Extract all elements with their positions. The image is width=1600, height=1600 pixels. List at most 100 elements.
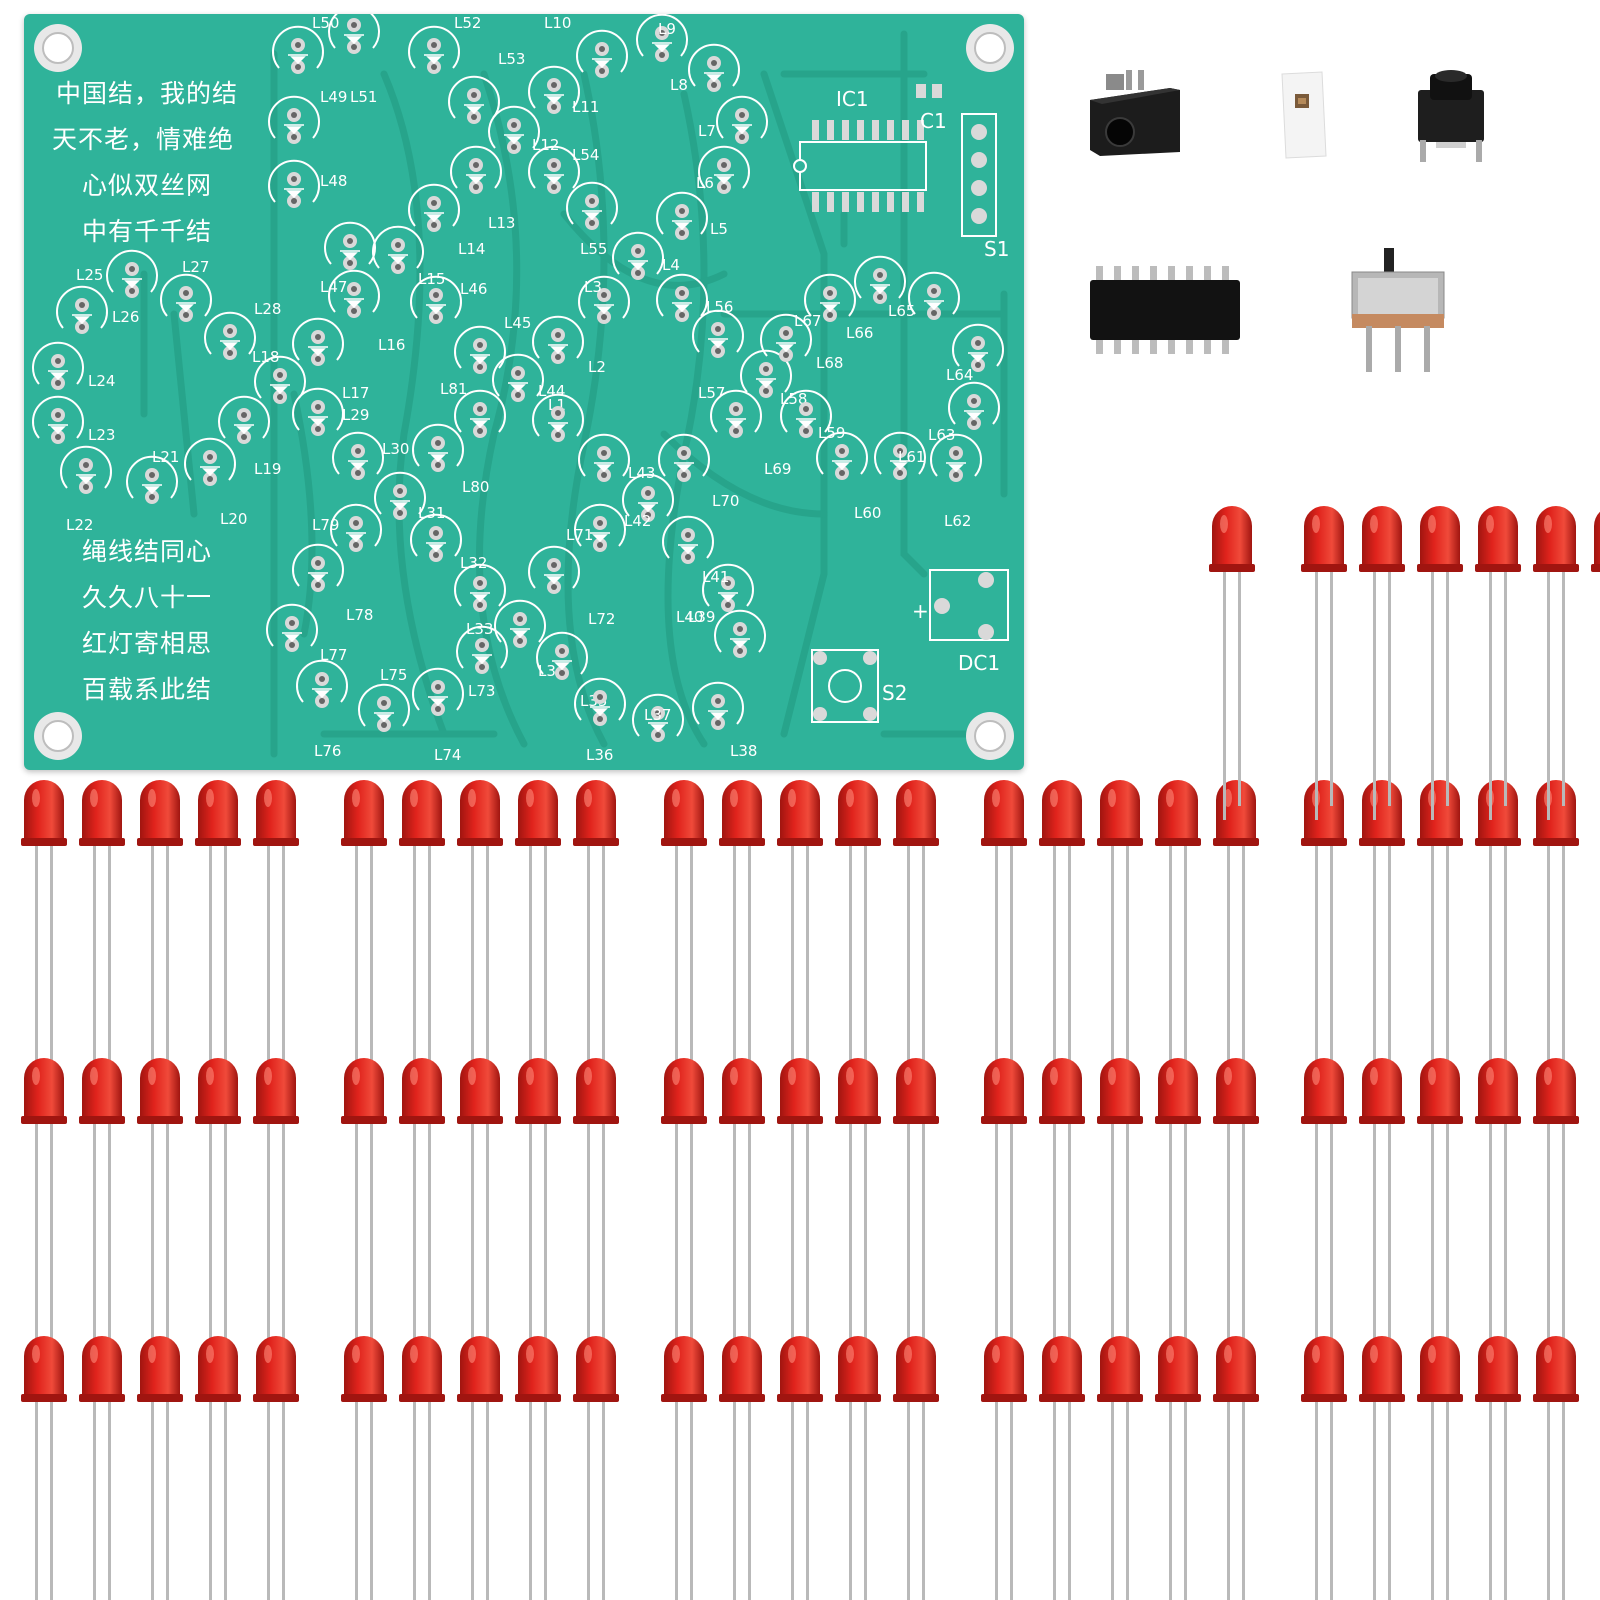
- led-footprint: L43: [578, 433, 655, 482]
- led-label: L78: [346, 606, 373, 624]
- pcb-artwork: L1L2L3L4L5L6L7L8L9L10L11L12L13L14L15L16L…: [32, 14, 1014, 764]
- led-label: L40: [676, 608, 703, 626]
- led-label: L69: [764, 460, 791, 478]
- led-footprint: L28: [204, 300, 281, 360]
- led-footprint: L42: [622, 473, 674, 530]
- led-label: L81: [440, 380, 467, 398]
- led-label: L59: [818, 424, 845, 442]
- led-footprint: L46: [410, 275, 487, 324]
- led-footprint: L30: [332, 431, 409, 480]
- led-footprint: L77: [266, 603, 347, 664]
- loose-led: [195, 1058, 241, 1362]
- led-label: L48: [320, 172, 347, 190]
- loose-led: [1301, 780, 1347, 1084]
- poem-line-2: 天不老，情难绝: [52, 125, 235, 154]
- loose-led: [195, 780, 241, 1084]
- led-footprint: L62: [930, 433, 982, 530]
- loose-led: [573, 1058, 619, 1362]
- led-label: L6: [696, 174, 714, 192]
- led-footprint: L20: [184, 437, 247, 528]
- led-label: L67: [794, 312, 821, 330]
- loose-led: [253, 1058, 299, 1362]
- led-label: L5: [710, 220, 728, 238]
- s2-label: S2: [882, 681, 907, 705]
- loose-led: [981, 780, 1027, 1084]
- led-footprint: L36: [574, 677, 626, 764]
- led-footprint: L38: [692, 681, 757, 760]
- led-footprint: L26: [106, 249, 158, 326]
- led-footprint: L11: [528, 65, 599, 116]
- led-footprint: L65: [888, 271, 960, 320]
- led-label: L25: [76, 266, 103, 284]
- led-footprint: L73: [456, 625, 508, 700]
- loose-led: [893, 1058, 939, 1362]
- loose-led: [573, 780, 619, 1084]
- loose-led: [777, 1336, 823, 1600]
- led-label: L75: [380, 666, 407, 684]
- loose-led: [1417, 1058, 1463, 1362]
- led-label: L47: [320, 278, 347, 296]
- led-footprint: L17: [292, 317, 369, 402]
- loose-led: [1475, 506, 1521, 820]
- ic1-footprint: [793, 84, 1009, 723]
- led-label: L3: [584, 278, 602, 296]
- loose-led: [1155, 1336, 1201, 1600]
- loose-led: [1359, 1336, 1405, 1600]
- loose-led: [253, 1336, 299, 1600]
- led-label: L68: [816, 354, 843, 372]
- led-label: L14: [458, 240, 485, 258]
- led-footprint: L40: [676, 563, 754, 626]
- led-label: L27: [182, 258, 209, 276]
- loose-led: [137, 1336, 183, 1600]
- loose-led: [1533, 1058, 1579, 1362]
- led-label: L76: [314, 742, 341, 760]
- loose-led: [21, 1336, 67, 1600]
- led-footprint: L60: [816, 431, 881, 522]
- loose-led: [1417, 1336, 1463, 1600]
- loose-led: [1417, 780, 1463, 1084]
- led-label: L41: [702, 568, 729, 586]
- ic-chip: [1090, 266, 1240, 354]
- led-footprint: L67: [794, 273, 856, 330]
- led-label: L51: [350, 88, 377, 106]
- led-label: L26: [112, 308, 139, 326]
- led-footprint: L31: [374, 471, 445, 522]
- loose-led: [457, 780, 503, 1084]
- loose-led: [777, 1058, 823, 1362]
- loose-led: [137, 1058, 183, 1362]
- copper-traces: [140, 30, 1008, 758]
- led-label: L2: [588, 358, 606, 376]
- loose-led: [1417, 506, 1463, 820]
- led-footprint: L53: [448, 50, 525, 124]
- loose-led: [399, 1336, 445, 1600]
- led-footprint: L79: [312, 503, 382, 552]
- ic1-label: IC1: [836, 87, 869, 111]
- led-label: L11: [572, 98, 599, 116]
- led-footprint: L76: [296, 659, 348, 760]
- led-footprint: L24: [32, 341, 115, 390]
- led-footprint: L72: [528, 545, 615, 628]
- led-label: L46: [460, 280, 487, 298]
- led-label: L60: [854, 504, 881, 522]
- led-label: L61: [898, 448, 925, 466]
- led-label: L30: [382, 440, 409, 458]
- led-label: L74: [434, 746, 461, 764]
- led-label: L22: [66, 516, 93, 534]
- led-footprint: L25: [56, 266, 108, 334]
- loose-led: [21, 1058, 67, 1362]
- led-footprint: L16: [328, 269, 405, 354]
- led-label: L71: [566, 526, 593, 544]
- capacitor-smd: [1281, 71, 1327, 159]
- led-footprint: L15: [372, 225, 445, 288]
- led-label: L65: [888, 302, 915, 320]
- loose-led: [1301, 506, 1347, 820]
- led-footprint: L64: [946, 323, 1004, 384]
- mounting-holes: [34, 24, 1014, 760]
- led-label: L23: [88, 426, 115, 444]
- poem-line-4: 中有千千结: [82, 217, 213, 246]
- led-footprint: L51: [328, 14, 380, 106]
- led-footprint: L5: [656, 191, 728, 240]
- led-footprint: L29: [292, 387, 369, 436]
- led-footprint: L3: [578, 275, 630, 324]
